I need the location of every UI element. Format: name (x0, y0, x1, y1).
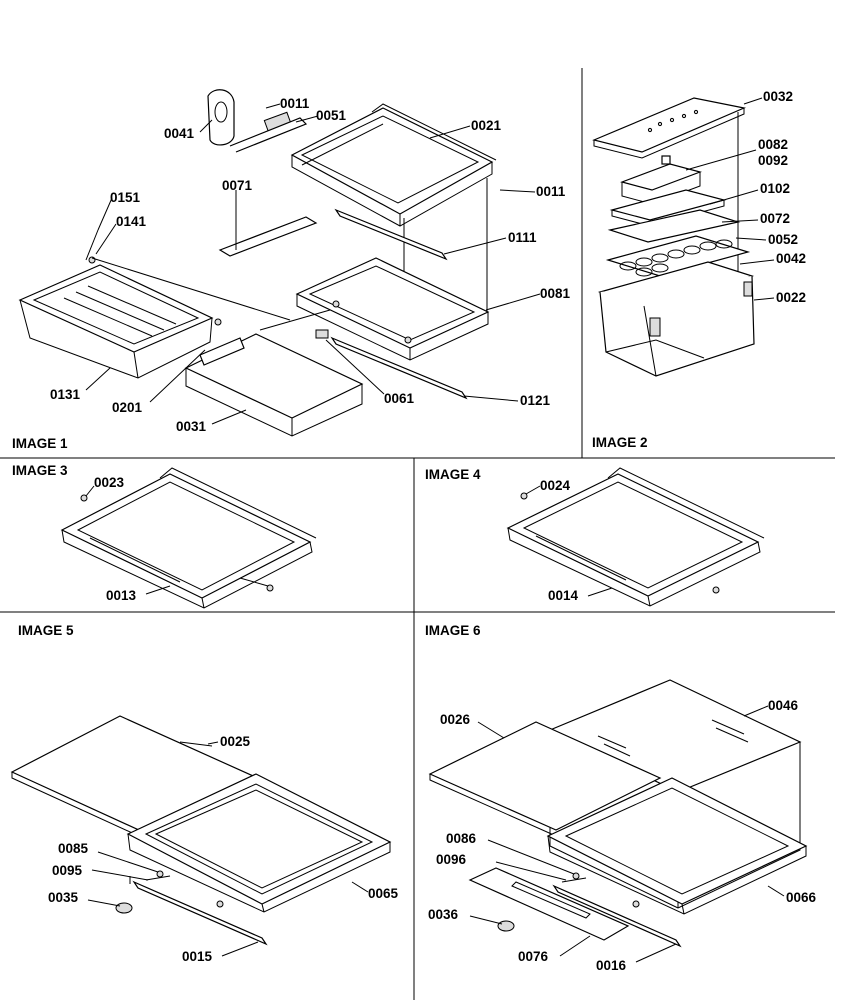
label-0042: 0042 (776, 251, 806, 266)
label-0011-right: 0011 (536, 184, 566, 199)
label-0072: 0072 (760, 211, 790, 226)
label-0014: 0014 (548, 588, 579, 603)
image4-drawing (506, 467, 765, 607)
part-0151 (85, 229, 99, 261)
part-0035 (115, 902, 133, 914)
image2-labels: 0032 0082 0092 0102 0072 0052 0042 0022 (758, 89, 806, 305)
shelf-0021 (290, 107, 494, 215)
label-0021: 0021 (471, 118, 502, 133)
label-0151: 0151 (110, 190, 141, 205)
label-0071: 0071 (222, 178, 253, 193)
rail-0015 (132, 880, 268, 946)
image1-leaders (85, 103, 541, 425)
label-0082: 0082 (758, 137, 788, 152)
label-0085: 0085 (58, 841, 89, 856)
label-0096: 0096 (436, 852, 467, 867)
image4-title: IMAGE 4 (425, 467, 481, 482)
label-0086: 0086 (446, 831, 477, 846)
image6-leaders (469, 705, 785, 963)
part-0095 (145, 875, 171, 881)
part-0111 (334, 208, 448, 261)
image2-title: IMAGE 2 (592, 435, 648, 450)
label-0076: 0076 (518, 949, 549, 964)
image4-leaders (525, 485, 613, 597)
label-0061: 0061 (384, 391, 415, 406)
image3-drawing (60, 467, 317, 609)
image1-title: IMAGE 1 (12, 436, 68, 451)
shelf-0013 (60, 473, 312, 599)
image5-labels: 0025 0085 0095 0035 0065 0015 (48, 734, 399, 964)
label-0095: 0095 (52, 863, 83, 878)
glass-0026 (428, 721, 662, 831)
image6-drawing (428, 679, 808, 948)
part-0072 (607, 209, 741, 243)
image5-leaders (87, 741, 369, 957)
label-0032: 0032 (763, 89, 793, 104)
label-0052: 0052 (768, 232, 798, 247)
label-0025: 0025 (220, 734, 251, 749)
bin-0022 (599, 275, 755, 377)
label-0131: 0131 (50, 387, 81, 402)
label-0141: 0141 (116, 214, 147, 229)
part-0051 (229, 117, 308, 153)
drawer-0031 (184, 333, 364, 419)
part-0085 (156, 870, 164, 878)
label-0111: 0111 (508, 230, 537, 245)
label-0041: 0041 (164, 126, 195, 141)
part-0201 (199, 337, 245, 366)
label-0022: 0022 (776, 290, 806, 305)
drawer-0131 (18, 264, 214, 353)
part-0121 (330, 336, 468, 400)
label-0201: 0201 (112, 400, 143, 415)
part-0141 (88, 256, 96, 264)
part-0041 (207, 89, 235, 146)
part-0071 (218, 216, 318, 257)
label-0065: 0065 (368, 886, 399, 901)
part-0092 (661, 155, 671, 165)
image5-drawing (10, 715, 392, 946)
label-0026: 0026 (440, 712, 471, 727)
rail-0016 (552, 884, 682, 948)
part-0061 (315, 329, 329, 339)
label-0121: 0121 (520, 393, 551, 408)
cover-0076 (468, 867, 630, 941)
label-0046: 0046 (768, 698, 799, 713)
label-0036: 0036 (428, 907, 459, 922)
image5-title: IMAGE 5 (18, 623, 74, 638)
label-0016: 0016 (596, 958, 627, 973)
image6-labels: 0046 0026 0086 0096 0036 0066 0076 0016 (428, 698, 817, 973)
label-0015: 0015 (182, 949, 213, 964)
label-0011-top: 0011 (280, 96, 310, 111)
label-0013: 0013 (106, 588, 137, 603)
label-0102: 0102 (760, 181, 790, 196)
image3-leaders (85, 485, 171, 595)
image2-drawing (592, 97, 755, 377)
image1-labels: 0041 0011 0051 0021 0071 0011 0151 0141 … (50, 96, 571, 434)
label-0066: 0066 (786, 890, 817, 905)
image6-title: IMAGE 6 (425, 623, 481, 638)
image1-drawing (18, 89, 497, 437)
label-0081: 0081 (540, 286, 571, 301)
label-0023: 0023 (94, 475, 125, 490)
image3-title: IMAGE 3 (12, 463, 68, 478)
part-0086 (572, 872, 580, 880)
label-0035: 0035 (48, 890, 79, 905)
cover-0032 (592, 97, 747, 153)
part-0036 (497, 920, 515, 932)
label-0031: 0031 (176, 419, 207, 434)
label-0024: 0024 (540, 478, 571, 493)
label-0051: 0051 (316, 108, 347, 123)
label-0092: 0092 (758, 153, 788, 168)
image2-leaders (685, 97, 775, 301)
panel-dividers (0, 68, 835, 1000)
part-0096 (561, 877, 587, 883)
part-0082 (620, 163, 702, 191)
